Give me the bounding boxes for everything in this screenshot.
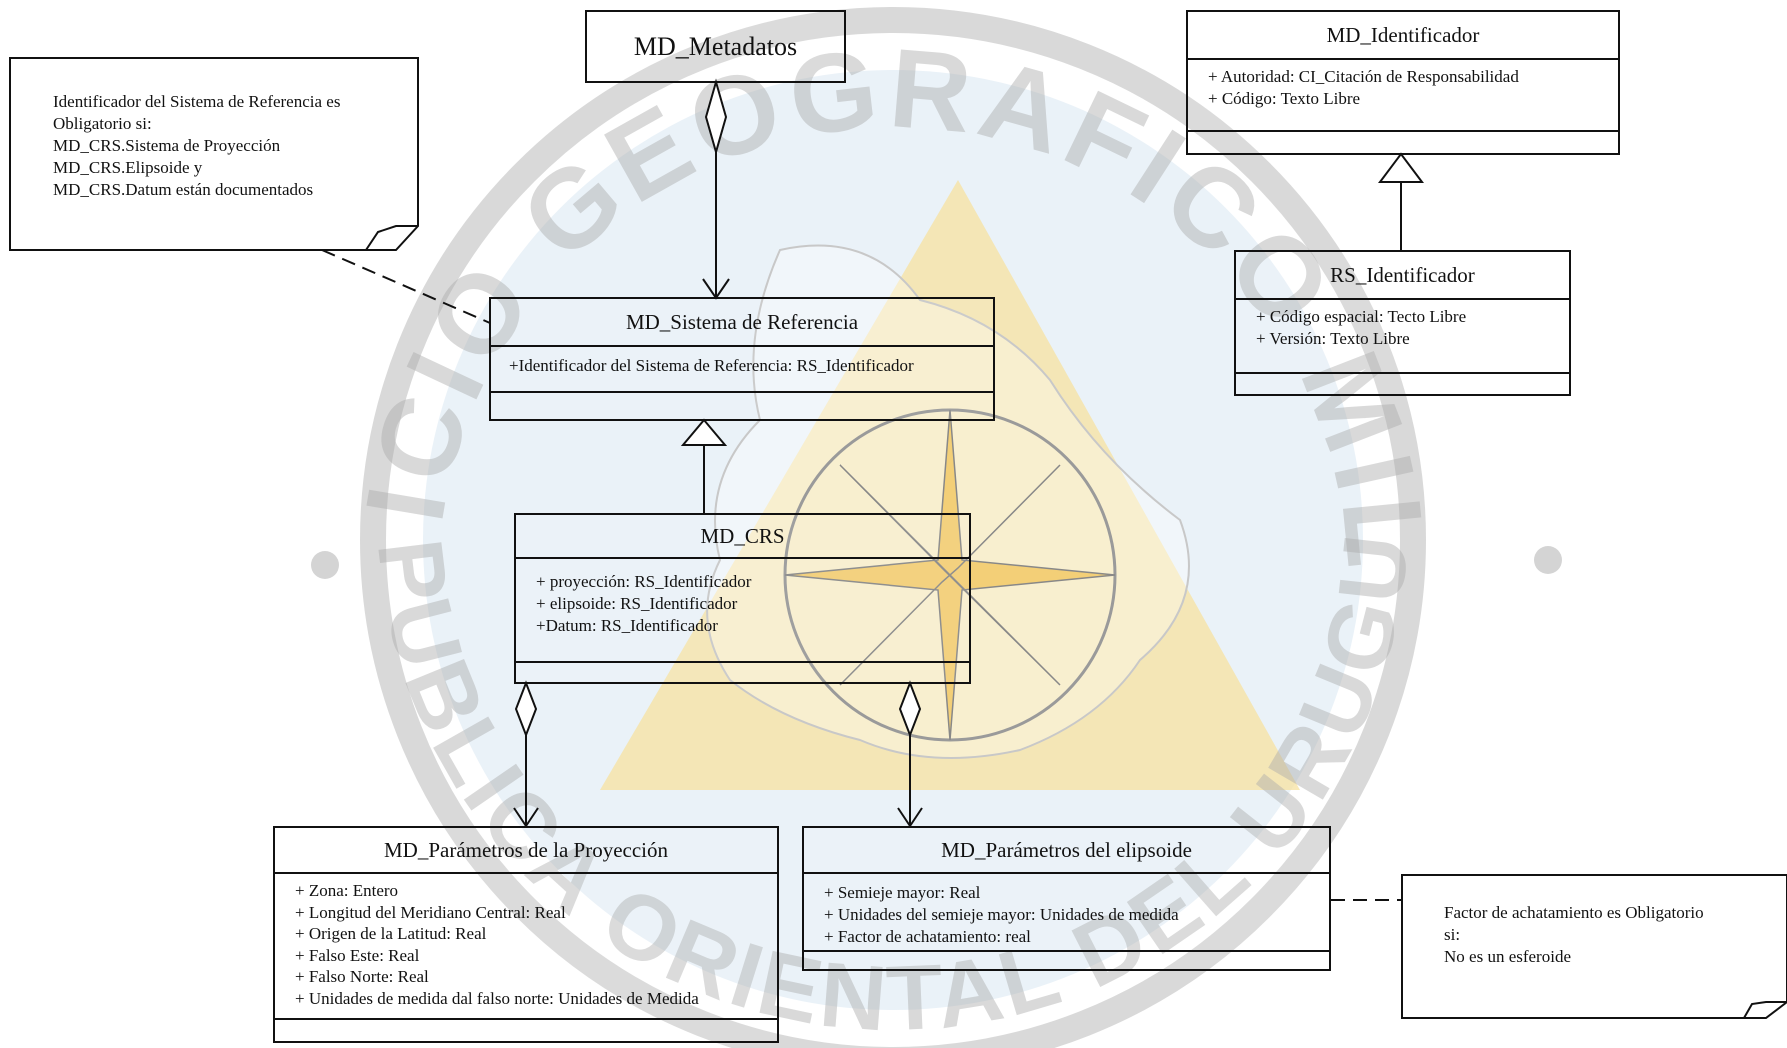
class-attribute: + Zona: Entero	[295, 881, 399, 900]
class-name: MD_Identificador	[1188, 12, 1618, 60]
compass-diagonal-icon	[839, 464, 1061, 686]
class-attributes: + proyección: RS_Identificador + elipsoi…	[516, 559, 969, 663]
class-attribute: + Semieje mayor: Real	[824, 883, 981, 902]
class-attribute: + proyección: RS_Identificador	[536, 572, 752, 591]
note-anchor-reference-system	[321, 249, 491, 324]
note-shape-flattening	[1401, 874, 1787, 1019]
class-attribute: + Autoridad: CI_Citación de Responsabili…	[1208, 67, 1519, 86]
note-line: Factor de achatamiento es Obligatorio	[1444, 903, 1704, 922]
class-attribute: + Longitud del Meridiano Central: Real	[295, 902, 566, 922]
class-attributes: + Semieje mayor: Real + Unidades del sem…	[804, 874, 1329, 952]
class-attribute: + Falso Norte: Real	[295, 967, 429, 986]
watermark-dot-left	[311, 551, 339, 579]
aggregation-diamond-icon	[704, 78, 728, 156]
compass-diagonal2-icon	[839, 464, 1061, 686]
class-name: MD_Sistema de Referencia	[491, 299, 993, 347]
class-attribute: + Factor de achatamiento: real	[824, 927, 1031, 946]
generalization-triangle-icon	[680, 418, 728, 446]
class-name: MD_Parámetros de la Proyección	[275, 828, 777, 874]
class-attributes: + Zona: Entero + Longitud del Meridiano …	[275, 874, 777, 1020]
class-attribute: + Origen de la Latitud: Real	[295, 924, 487, 943]
class-attribute: + Unidades del semieje mayor: Unidades d…	[824, 905, 1179, 924]
class-md-sistema-referencia[interactable]: MD_Sistema de Referencia +Identificador …	[489, 297, 995, 421]
note-reference-system: Identificador del Sistema de Referencia …	[53, 91, 413, 201]
note-line: MD_CRS.Datum están documentados	[53, 180, 314, 199]
note-line: MD_CRS.Elipsoide y	[53, 158, 203, 177]
class-name: MD_Parámetros del elipsoide	[804, 828, 1329, 874]
class-attribute: + Unidades de medida dal falso norte: Un…	[295, 988, 699, 1008]
generalization-triangle-icon	[1378, 152, 1424, 183]
class-md-parametros-proyeccion[interactable]: MD_Parámetros de la Proyección + Zona: E…	[273, 826, 779, 1043]
class-attribute: + Código: Texto Libre	[1208, 89, 1361, 108]
note-shape-reference-system	[9, 57, 419, 251]
class-attribute: + Versión: Texto Libre	[1256, 329, 1410, 348]
note-line: No es un esferoide	[1444, 947, 1571, 966]
class-rs-identificador[interactable]: RS_Identificador + Código espacial: Tect…	[1234, 250, 1571, 396]
aggregation-diamond-icon	[514, 680, 538, 738]
note-fold-icon	[1743, 1001, 1787, 1019]
class-attribute: +Datum: RS_Identificador	[536, 616, 718, 635]
class-md-crs[interactable]: MD_CRS + proyección: RS_Identificador + …	[514, 513, 971, 684]
class-name: RS_Identificador	[1236, 252, 1569, 300]
note-line: Obligatorio si:	[53, 114, 152, 133]
class-attributes: + Autoridad: CI_Citación de Responsabili…	[1188, 60, 1618, 132]
note-fold-icon	[365, 225, 418, 251]
watermark-dot-right	[1534, 546, 1562, 574]
class-name: MD_CRS	[516, 515, 969, 559]
aggregation-diamond-icon	[898, 680, 922, 738]
class-name: MD_Metadatos	[633, 31, 798, 61]
class-md-parametros-elipsoide[interactable]: MD_Parámetros del elipsoide + Semieje ma…	[802, 826, 1331, 971]
watermark-ring	[360, 7, 1426, 1048]
class-attribute: + Falso Este: Real	[295, 945, 420, 965]
note-line: si:	[1444, 925, 1461, 944]
class-attribute: +Identificador del Sistema de Referencia…	[509, 356, 914, 375]
class-md-metadatos[interactable]: MD_Metadatos	[585, 10, 846, 83]
note-flattening: Factor de achatamiento es Obligatorio si…	[1444, 902, 1774, 968]
class-md-identificador[interactable]: MD_Identificador + Autoridad: CI_Citació…	[1186, 10, 1620, 155]
class-attributes: + Código espacial: Tecto Libre + Versión…	[1236, 300, 1569, 374]
class-attributes: +Identificador del Sistema de Referencia…	[491, 347, 993, 393]
note-line: MD_CRS.Sistema de Proyección	[53, 136, 281, 155]
note-line: Identificador del Sistema de Referencia …	[53, 92, 341, 111]
class-attribute: + Código espacial: Tecto Libre	[1256, 307, 1467, 326]
class-attribute: + elipsoide: RS_Identificador	[536, 594, 738, 613]
